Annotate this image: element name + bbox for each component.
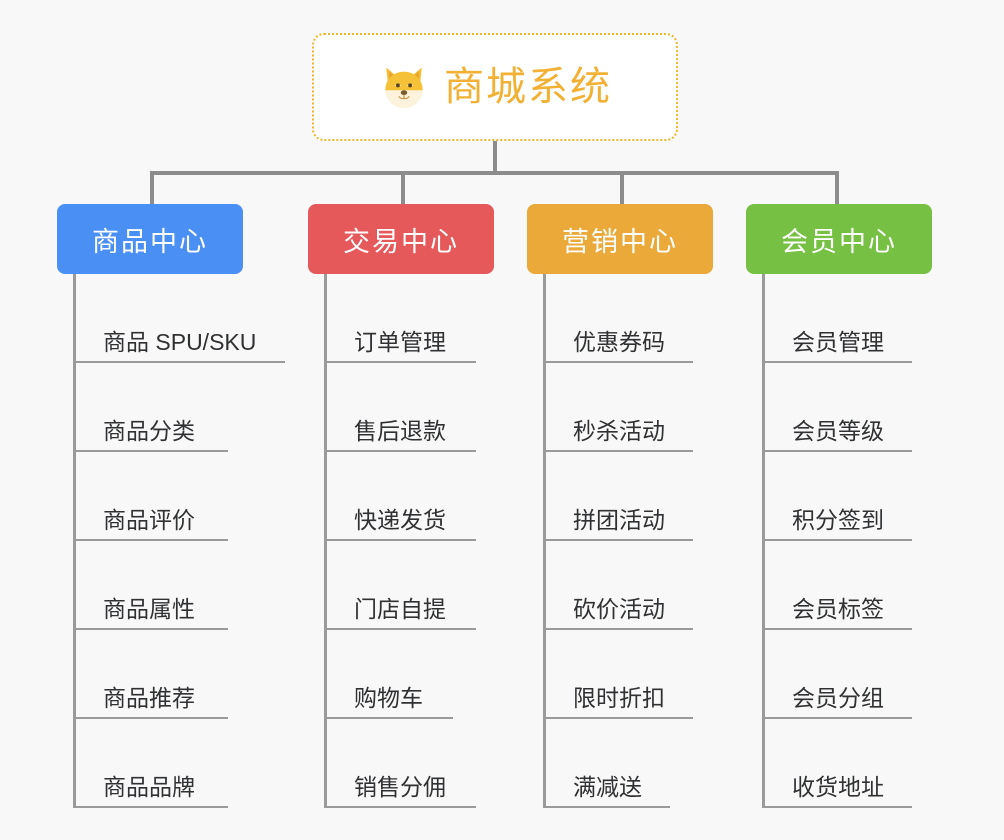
leaf-underline — [324, 361, 476, 363]
leaf-label: 拼团活动 — [573, 507, 665, 533]
leaf-label: 快递发货 — [354, 507, 446, 533]
leaf-underline — [73, 361, 285, 363]
leaf-underline — [762, 806, 912, 808]
connector-root-stem — [493, 141, 497, 173]
leaf-underline — [73, 628, 228, 630]
leaf-underline — [762, 539, 912, 541]
category-box-member-center[interactable]: 会员中心 — [746, 204, 932, 274]
leaf-label: 售后退款 — [354, 418, 446, 444]
leaf-label: 商品 SPU/SKU — [103, 329, 257, 355]
branch-spine-member-center — [762, 274, 765, 808]
leaf-label: 门店自提 — [354, 596, 446, 622]
leaf-label: 销售分佣 — [354, 774, 446, 800]
shiba-dog-face-icon — [378, 61, 430, 113]
category-label-marketing-center: 营销中心 — [562, 226, 678, 257]
leaf-underline — [73, 806, 228, 808]
leaf-label: 商品推荐 — [103, 685, 195, 711]
leaf-underline — [73, 539, 228, 541]
leaf-underline — [762, 450, 912, 452]
connector-drop-product-center — [150, 171, 154, 204]
leaf-underline — [324, 628, 476, 630]
leaf-underline — [73, 450, 228, 452]
leaf-underline — [324, 806, 476, 808]
root-node[interactable]: 商城系统 — [312, 33, 678, 141]
branch-spine-trade-center — [324, 274, 327, 808]
leaf-label: 积分签到 — [792, 507, 884, 533]
leaf-label: 限时折扣 — [573, 685, 665, 711]
leaf-label: 商品属性 — [103, 596, 195, 622]
category-label-trade-center: 交易中心 — [343, 226, 459, 257]
leaf-underline — [543, 717, 693, 719]
leaf-underline — [543, 806, 670, 808]
leaf-underline — [543, 361, 693, 363]
leaf-label: 满减送 — [573, 774, 642, 800]
leaf-underline — [324, 539, 476, 541]
leaf-label: 会员分组 — [792, 685, 884, 711]
connector-drop-marketing-center — [620, 171, 624, 204]
leaf-label: 秒杀活动 — [573, 418, 665, 444]
category-label-member-center: 会员中心 — [781, 226, 897, 257]
leaf-label: 购物车 — [354, 685, 423, 711]
leaf-label: 商品品牌 — [103, 774, 195, 800]
leaf-underline — [324, 450, 476, 452]
leaf-label: 商品评价 — [103, 507, 195, 533]
leaf-label: 会员等级 — [792, 418, 884, 444]
leaf-label: 优惠券码 — [573, 329, 665, 355]
category-label-product-center: 商品中心 — [92, 226, 208, 257]
leaf-underline — [762, 628, 912, 630]
leaf-underline — [543, 539, 693, 541]
leaf-label: 订单管理 — [354, 329, 446, 355]
connector-horizontal-bus — [150, 171, 839, 175]
category-box-product-center[interactable]: 商品中心 — [57, 204, 243, 274]
leaf-underline — [73, 717, 228, 719]
branch-spine-marketing-center — [543, 274, 546, 808]
leaf-underline — [324, 717, 453, 719]
root-title: 商城系统 — [444, 65, 612, 109]
leaf-label: 商品分类 — [103, 418, 195, 444]
leaf-label: 会员标签 — [792, 596, 884, 622]
leaf-underline — [762, 717, 912, 719]
leaf-label: 会员管理 — [792, 329, 884, 355]
leaf-underline — [543, 450, 693, 452]
leaf-underline — [543, 628, 693, 630]
category-box-trade-center[interactable]: 交易中心 — [308, 204, 494, 274]
branch-spine-product-center — [73, 274, 76, 808]
category-box-marketing-center[interactable]: 营销中心 — [527, 204, 713, 274]
connector-drop-member-center — [835, 171, 839, 204]
leaf-label: 收货地址 — [792, 774, 884, 800]
leaf-label: 砍价活动 — [573, 596, 665, 622]
connector-drop-trade-center — [401, 171, 405, 204]
leaf-underline — [762, 361, 912, 363]
